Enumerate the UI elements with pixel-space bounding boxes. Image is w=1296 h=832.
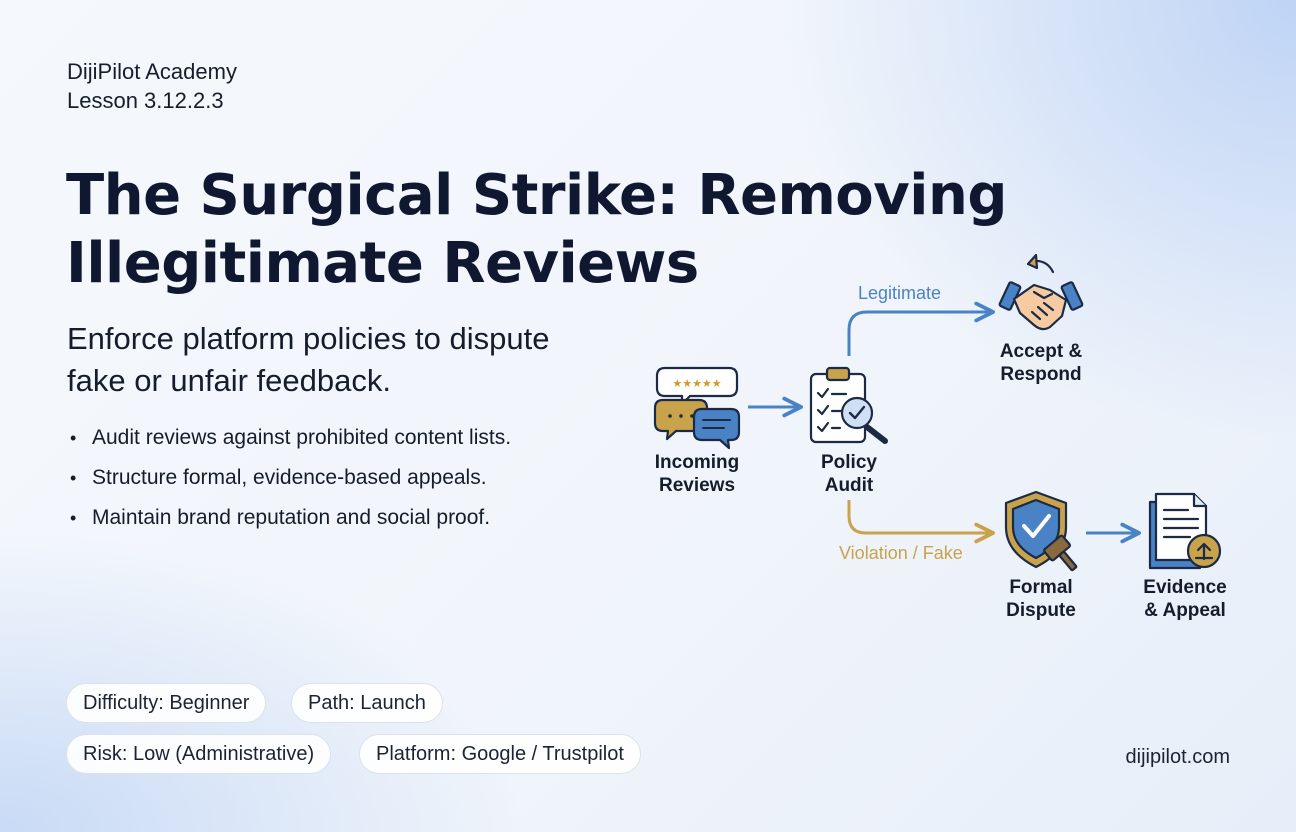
lesson-number: Lesson 3.12.2.3 [67, 88, 224, 113]
tag-difficulty: Difficulty: Beginner [66, 683, 267, 723]
node-label-incoming: Incoming Reviews [654, 452, 740, 496]
node-label-audit: Policy Audit [821, 452, 877, 496]
subtitle: Enforce platform policies to dispute fak… [67, 318, 667, 402]
subtitle-line-1: Enforce platform policies to dispute [67, 321, 550, 356]
subtitle-line-2: fake or unfair feedback. [67, 363, 391, 398]
shield-gavel-icon [1004, 490, 1078, 572]
tag-platform: Platform: Google / Trustpilot [359, 734, 641, 774]
title-line-1: The Surgical Strike: Removing [66, 163, 1007, 228]
node-label-dispute: Formal Dispute [1006, 577, 1076, 621]
svg-text:★★★★★: ★★★★★ [672, 377, 721, 390]
node-label-accept: Accept & Respond [999, 341, 1083, 385]
arrow-violation-branch [847, 500, 995, 544]
brand-block: DijiPilot Academy Lesson 3.12.2.3 [67, 57, 237, 115]
title-line-2: Illegitimate Reviews [66, 231, 699, 296]
document-upload-icon [1148, 492, 1222, 570]
page-title: The Surgical Strike: Removing Illegitima… [66, 162, 1026, 298]
academy-name: DijiPilot Academy [67, 59, 237, 84]
branch-label-legitimate: Legitimate [858, 283, 942, 303]
tag-risk: Risk: Low (Administrative) [66, 734, 332, 774]
bullet-item: Audit reviews against prohibited content… [70, 418, 511, 458]
bullet-item: Structure formal, evidence-based appeals… [70, 458, 511, 498]
bullet-list: Audit reviews against prohibited content… [70, 418, 511, 538]
arrow-legitimate-branch [847, 301, 995, 356]
branch-label-violation: Violation / Fake [839, 543, 963, 563]
tag-path: Path: Launch [291, 683, 443, 723]
reviews-chat-icon: ★★★★★ [653, 366, 741, 450]
handshake-icon [998, 253, 1084, 331]
bullet-item: Maintain brand reputation and social pro… [70, 498, 511, 538]
clipboard-magnifier-icon [809, 366, 888, 444]
node-label-appeal: Evidence & Appeal [1143, 577, 1227, 621]
site-url: dijipilot.com [1125, 746, 1230, 768]
